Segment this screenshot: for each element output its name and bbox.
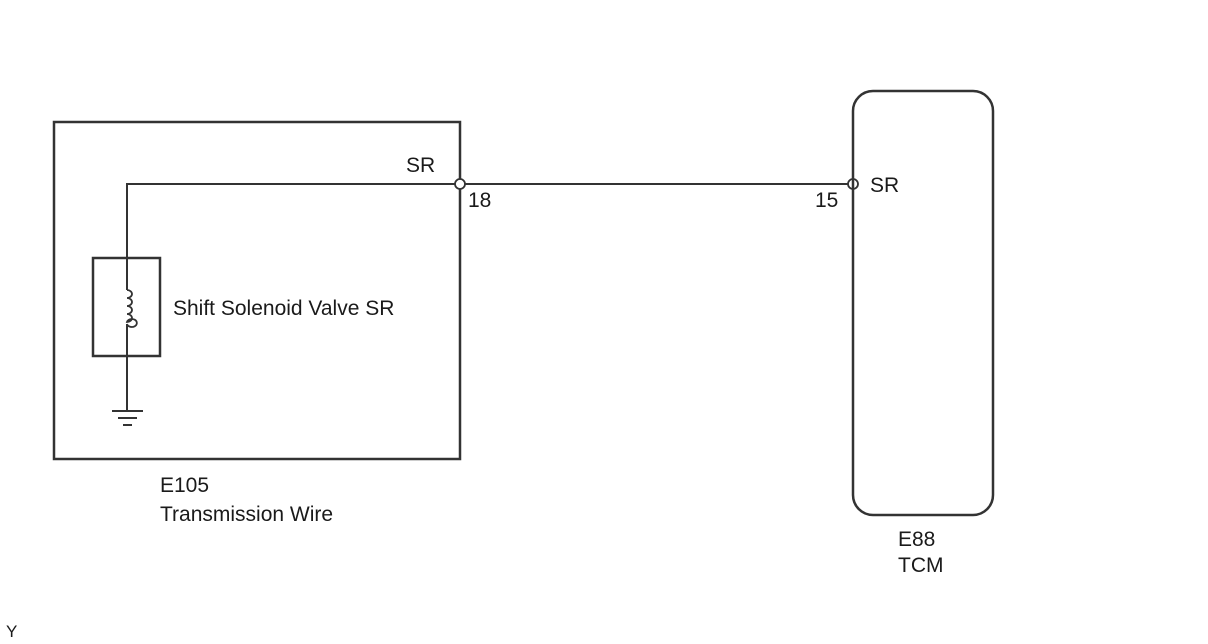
tcm-component: SR 15 E88 TCM — [815, 89, 995, 577]
coil-icon — [125, 289, 138, 328]
tcm-box — [851, 89, 995, 517]
transmission-wire-terminal-label: SR — [406, 154, 435, 177]
pin-18 — [454, 178, 466, 190]
tcm-terminal-label: SR — [870, 174, 899, 197]
transmission-wire-component: SR 18 E105 Transmission Wire — [52, 120, 491, 526]
transmission-wire-name: Transmission Wire — [160, 503, 333, 526]
ground-icon — [112, 410, 143, 426]
transmission-wire-box — [52, 120, 462, 461]
solenoid-label: Shift Solenoid Valve SR — [173, 297, 394, 320]
footer-mark: Y — [6, 622, 17, 641]
tcm-terminal-number: 15 — [815, 189, 838, 212]
shift-solenoid-valve: Shift Solenoid Valve SR — [91, 256, 394, 358]
tcm-name: TCM — [898, 554, 944, 577]
tcm-connector-code: E88 — [898, 528, 935, 551]
transmission-wire-connector-code: E105 — [160, 474, 209, 497]
transmission-wire-terminal-number: 18 — [468, 189, 491, 212]
